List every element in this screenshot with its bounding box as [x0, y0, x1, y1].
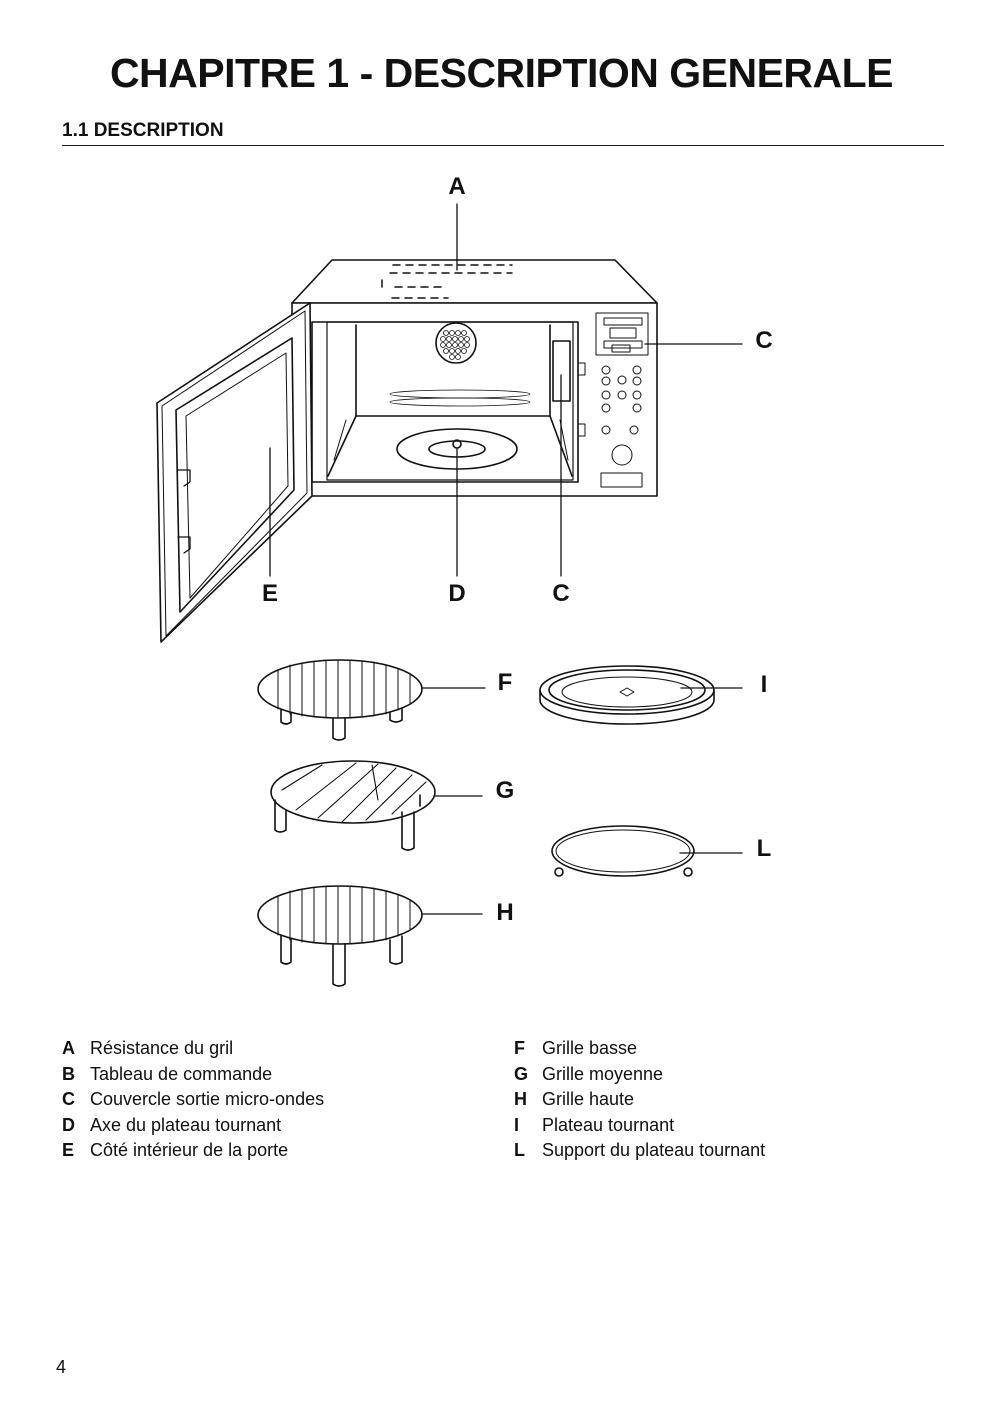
rack-high: [257, 885, 423, 987]
legend-text: Plateau tournant: [542, 1114, 675, 1135]
legend-key: F: [514, 1038, 525, 1058]
legend-item: F Grille basse: [514, 1036, 765, 1062]
grill-element: [381, 264, 513, 299]
legend-text: Grille basse: [542, 1038, 638, 1058]
legend-item: A Résistance du gril: [62, 1036, 324, 1062]
open-door: [156, 302, 313, 643]
label-c-bottom: C: [552, 580, 569, 607]
page-number: 4: [56, 1357, 67, 1377]
page-title: CHAPITRE 1 - DESCRIPTION GENERALE: [109, 50, 894, 96]
door-hinge: [177, 536, 191, 554]
legend-item: I Plateau tournant: [514, 1113, 765, 1139]
label-g: G: [496, 777, 515, 804]
legend-key: L: [514, 1140, 525, 1160]
legend-key: B: [62, 1063, 75, 1084]
fan-holes: [440, 330, 470, 360]
label-a: A: [448, 173, 465, 200]
label-i: I: [761, 671, 768, 698]
label-l: L: [757, 835, 772, 862]
turntable-support: [551, 825, 695, 877]
rack-low: [257, 659, 423, 741]
legend-right: F Grille basse G Grille moyenne H Grille ha…: [514, 1036, 765, 1164]
label-h: H: [496, 899, 513, 926]
legend-key: D: [62, 1114, 75, 1135]
legend-item: H Grille haute: [514, 1087, 765, 1113]
vent-holes: [389, 389, 531, 407]
turntable-plate: [539, 665, 715, 725]
label-e: E: [262, 580, 278, 607]
parts-callout-lines: [421, 687, 743, 915]
legend-item: E Côté intérieur de la porte: [62, 1138, 324, 1164]
legend-item: C Couvercle sortie micro-ondes: [62, 1087, 324, 1113]
legend-key: G: [514, 1063, 529, 1084]
label-d: D: [448, 580, 465, 607]
label-c-top: C: [755, 327, 772, 354]
legend-item: D Axe du plateau tournant: [62, 1113, 324, 1139]
rack-mid: [270, 760, 436, 851]
label-f: F: [498, 669, 513, 696]
heading-rule: [62, 145, 944, 146]
legend-text: Couvercle sortie micro-ondes: [90, 1089, 325, 1109]
legend-text: Grille haute: [542, 1089, 635, 1109]
door-release-button: [600, 472, 643, 488]
legend-key: H: [514, 1089, 527, 1109]
legend-text: Grille moyenne: [542, 1063, 664, 1084]
control-panel: [595, 312, 649, 488]
legend-text: Côté intérieur de la porte: [90, 1140, 289, 1160]
section-heading: 1.1 DESCRIPTION: [62, 120, 224, 141]
callout-lines: [269, 203, 743, 577]
legend-text: Axe du plateau tournant: [90, 1114, 282, 1135]
microwave-oven: [291, 259, 658, 497]
legend-text: Support du plateau tournant: [542, 1140, 766, 1160]
legend-key: I: [514, 1114, 520, 1135]
legend-item: L Support du plateau tournant: [514, 1138, 765, 1164]
legend-key: A: [62, 1038, 75, 1058]
legend-left: A Résistance du gril B Tableau de commande…: [62, 1036, 324, 1164]
door-hinge: [177, 469, 191, 487]
legend-text: Résistance du gril: [90, 1038, 234, 1058]
control-dial: [611, 444, 633, 466]
microwave-diagram: A C E D C F I G L H: [156, 173, 773, 987]
legend-key: E: [62, 1140, 75, 1160]
legend-item: B Tableau de commande: [62, 1062, 324, 1088]
legend-item: G Grille moyenne: [514, 1062, 765, 1088]
legend-text: Tableau de commande: [90, 1063, 273, 1084]
legend-key: C: [62, 1089, 75, 1109]
